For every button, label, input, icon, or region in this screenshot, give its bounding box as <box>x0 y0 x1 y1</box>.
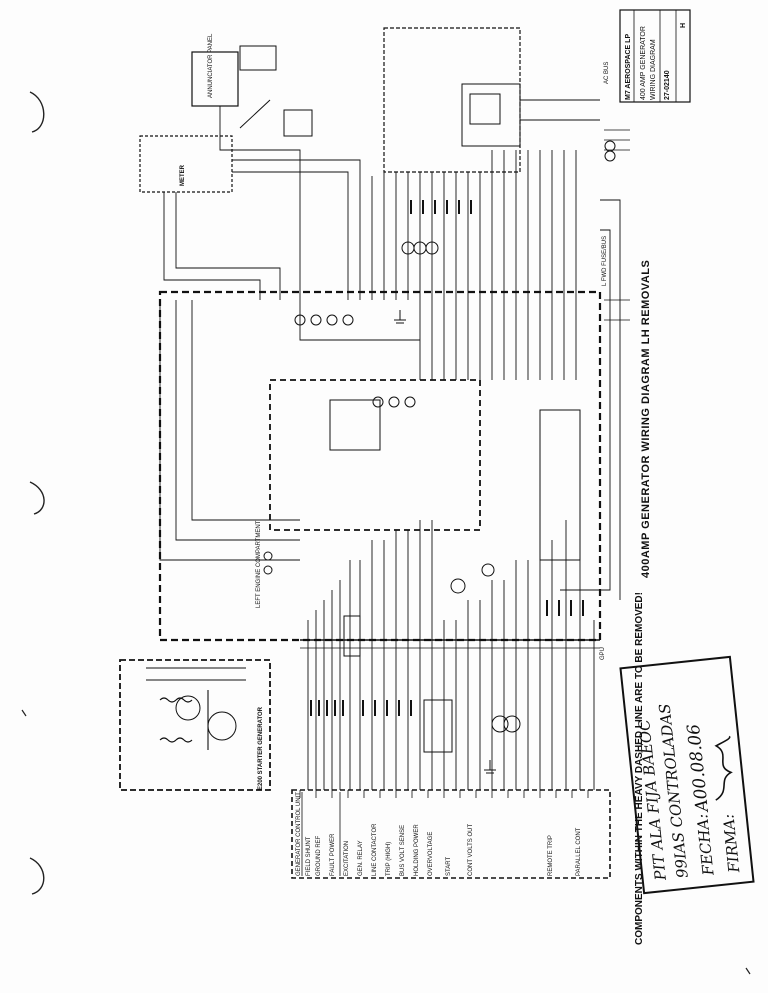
gcu-terminal-label: FAULT POWER <box>330 833 336 876</box>
wire-bundle <box>307 520 595 790</box>
generator-windings <box>146 667 246 750</box>
removal-boundary <box>158 290 602 642</box>
relay-symbols <box>239 45 581 753</box>
tick-mark <box>21 709 27 717</box>
stamp-fecha-label: FECHA: <box>693 812 718 877</box>
breaker-box <box>461 83 521 147</box>
gcu-terminal-label: REMOTE TRIP <box>548 835 554 876</box>
title-block-box <box>619 9 691 103</box>
gcu-terminal-label: CONT VOLTS OUT <box>468 823 474 876</box>
meter-label: METER <box>180 165 186 186</box>
ground-symbols <box>394 310 496 774</box>
fuse-area <box>604 129 630 321</box>
gcu-terminal-label: START <box>446 856 452 876</box>
gcu-terminal-label: FIELD SHUNT <box>306 836 312 876</box>
upper-wiring <box>159 99 621 600</box>
gcu-terminal-label: LINE CONTACTOR <box>372 823 378 876</box>
fuse-label: L FWD FUSE/BUS <box>602 235 608 286</box>
title-block-number: 27-02140 <box>664 70 671 100</box>
annunciator-box <box>191 51 239 107</box>
connector-symbols <box>175 140 616 741</box>
meter-box <box>139 135 233 193</box>
ac-bus-label: AC BUS <box>604 61 610 84</box>
gcu-terminal-label: GROUND REF <box>316 835 322 876</box>
title-block-company: M7 AEROSPACE LP <box>625 33 632 100</box>
title-block-rev: H <box>680 22 687 28</box>
binder-mark-top <box>29 91 45 133</box>
stamp-firma-label: FIRMA: <box>719 813 744 874</box>
gcu-terminal-label: GEN. RELAY <box>358 840 364 876</box>
gcu-box <box>291 789 611 879</box>
title-block-line1: 400 AMP GENERATOR <box>640 26 647 100</box>
binder-mark-middle <box>29 481 45 515</box>
diagram-title: 400AMP GENERATOR WIRING DIAGRAM LH REMOV… <box>640 259 652 578</box>
generator-box <box>119 659 271 791</box>
tick-mark <box>745 967 751 975</box>
removal-boundary-inner <box>269 379 481 531</box>
stamp-signature <box>714 735 733 801</box>
inspection-stamp: PIT ALA FIJA BAEOC 99IAS CONTROLADAS FEC… <box>619 655 755 895</box>
gcu-terminal-label: TRIP (HIGH) <box>386 841 392 876</box>
gpu-label: GPU <box>600 646 606 660</box>
gcu-terminal-label: BUS VOLT SENSE <box>400 824 406 876</box>
binder-mark-bottom <box>29 857 45 895</box>
title-block-line2: WIRING DIAGRAM <box>650 39 657 100</box>
gcu-terminal-label: PARALLEL CONT <box>576 827 582 876</box>
gcu-terminal-label: HOLDING POWER <box>414 824 420 876</box>
junction-label: LEFT ENGINE COMPARTMENT <box>256 520 262 608</box>
gcu-terminal-label: EXCITATION <box>344 840 350 876</box>
gcu-terminal-ticks <box>299 790 589 798</box>
annunciator-label: ANNUNCIATOR PANEL <box>208 33 214 98</box>
wire-number-marks <box>310 200 584 716</box>
gcu-terminal-label: GENERATOR CONTROL UNIT <box>296 792 302 876</box>
gcu-terminal-label: OVERVOLTAGE <box>428 831 434 876</box>
generator-label: E200 STARTER GENERATOR <box>258 706 264 790</box>
